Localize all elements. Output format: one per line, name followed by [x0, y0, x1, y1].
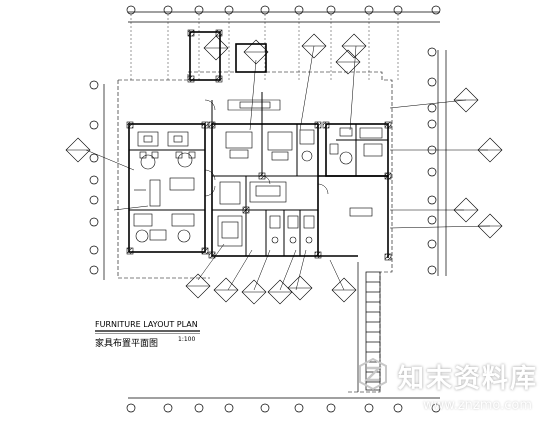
lobby-furniture: [133, 131, 196, 243]
top-grid-axis: [126, 5, 441, 80]
watermark-brand: 知末资料库: [397, 364, 538, 394]
plan-title-en: FURNITURE LAYOUT PLAN: [95, 320, 198, 329]
door-swings: [204, 99, 329, 197]
right-grid-axis: [427, 47, 447, 276]
top-grid-bubbles: [126, 5, 441, 15]
title-block: FURNITURE LAYOUT PLAN 家具布置平面图 1:100: [95, 320, 200, 349]
watermark-logo-icon: [359, 357, 387, 391]
bottom-grid-axis: [126, 397, 441, 413]
building-walls: [128, 31, 389, 258]
tag-bottom-1: [185, 273, 211, 299]
columns: [126, 29, 392, 261]
tag-bottom-2: [213, 277, 239, 303]
staircase: [357, 262, 381, 392]
interior-walls: [129, 92, 388, 256]
tag-bottom-6: [331, 277, 357, 303]
right-furniture: [329, 127, 383, 217]
tag-top-1: [243, 39, 269, 65]
tag-top-3: [301, 33, 327, 59]
tag-bottom-4: [267, 279, 293, 305]
watermark-url: www.znzmo.com: [422, 398, 532, 413]
tag-left-1: [65, 137, 91, 163]
tag-top-4: [341, 33, 367, 59]
central-furniture: [217, 99, 315, 247]
tag-right-1: [453, 87, 479, 113]
tag-right-3: [453, 197, 479, 223]
tag-bottom-3: [241, 279, 267, 305]
left-grid-axis: [89, 80, 105, 280]
tag-right-2: [477, 137, 503, 163]
plan-scale: 1:100: [178, 336, 195, 343]
tag-bottom-5: [287, 275, 313, 301]
leader-lines: [85, 45, 491, 291]
plan-title-cn: 家具布置平面图: [95, 337, 158, 349]
watermark: 知末资料库 www.znzmo.com: [0, 340, 560, 420]
diamond-tags: [65, 33, 503, 305]
tag-top-2: [203, 35, 229, 61]
tag-top-5: [335, 49, 361, 75]
tag-right-4: [477, 213, 503, 239]
